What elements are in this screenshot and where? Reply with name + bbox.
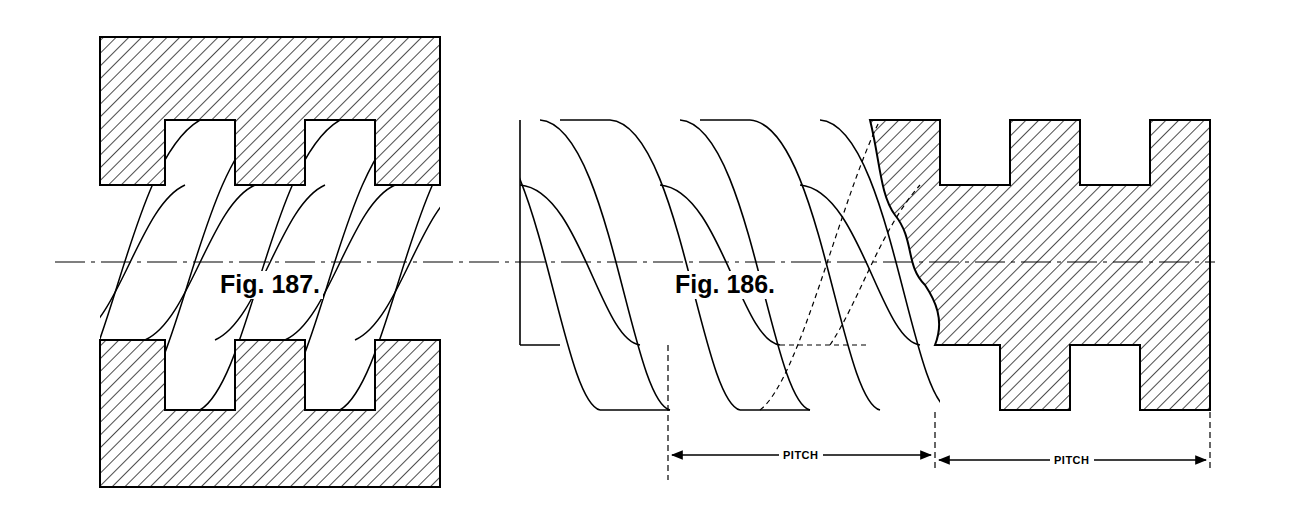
pitch-dimension (668, 345, 1210, 480)
figure-label: Fig. 186. (672, 271, 778, 299)
screw-section (870, 120, 1210, 410)
figure-label: Fig. 187. (217, 271, 323, 299)
center-axis (55, 261, 1215, 262)
dimension-label: PITCH (1050, 454, 1094, 466)
dimension-label: PITCH (779, 449, 823, 461)
